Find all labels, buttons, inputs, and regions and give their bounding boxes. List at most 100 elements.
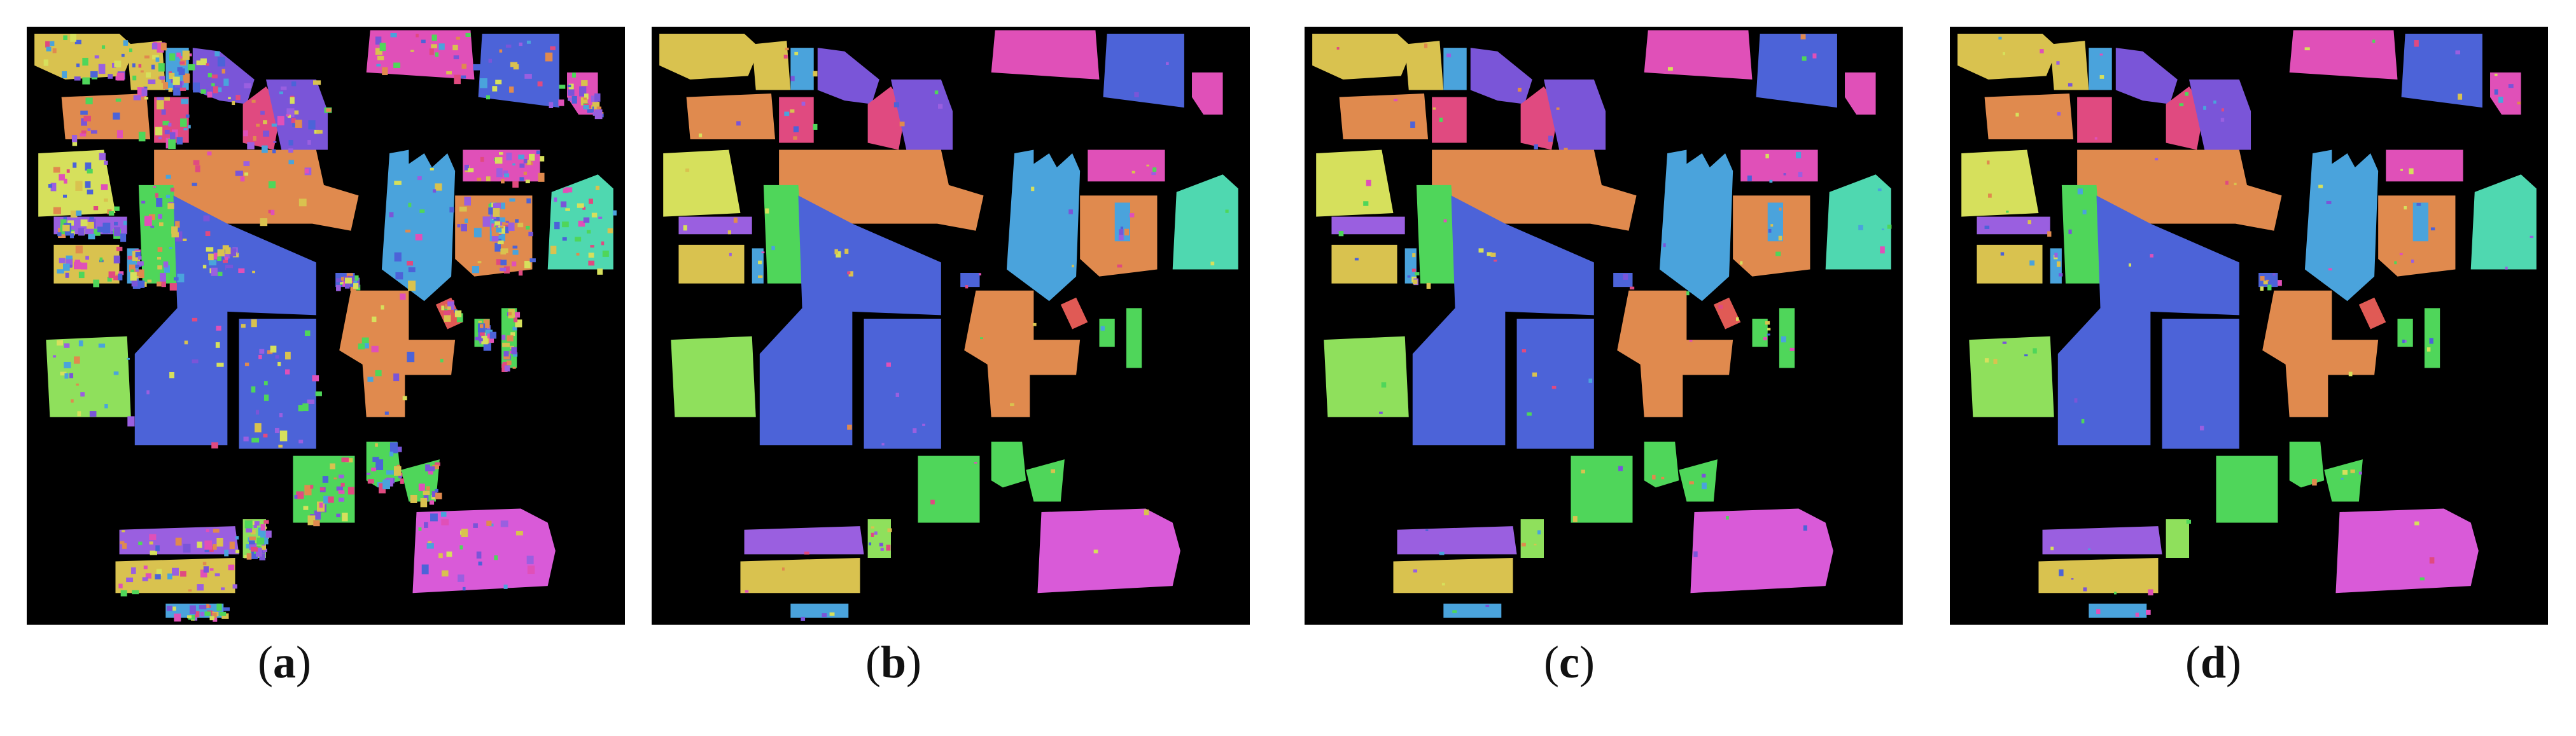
- noise-pixel: [2394, 261, 2397, 265]
- noise-pixel: [213, 544, 217, 550]
- noise-pixel: [1413, 569, 1418, 573]
- noise-pixel: [454, 310, 462, 317]
- class-region: [138, 184, 181, 284]
- noise-pixel: [296, 491, 304, 499]
- noise-pixel: [103, 198, 108, 202]
- noise-pixel: [475, 337, 481, 340]
- noise-pixel: [113, 275, 120, 281]
- noise-pixel: [197, 584, 204, 591]
- noise-pixel: [353, 282, 359, 289]
- noise-pixel: [503, 354, 510, 359]
- noise-pixel: [310, 485, 314, 489]
- noise-pixel: [323, 496, 330, 504]
- noise-pixel: [193, 82, 200, 93]
- noise-pixel: [785, 47, 789, 51]
- noise-pixel: [328, 496, 334, 503]
- noise-pixel: [52, 355, 57, 358]
- noise-pixel: [395, 272, 403, 280]
- class-region: [2304, 149, 2379, 302]
- noise-pixel: [886, 362, 891, 367]
- noise-pixel: [601, 241, 605, 246]
- noise-pixel: [1783, 173, 1786, 176]
- class-region: [671, 336, 756, 417]
- noise-pixel: [2400, 169, 2403, 171]
- noise-pixel: [1803, 525, 1807, 531]
- noise-pixel: [156, 198, 163, 207]
- noise-pixel: [212, 613, 217, 618]
- noise-pixel: [2517, 101, 2521, 105]
- noise-pixel: [871, 526, 874, 529]
- noise-pixel: [188, 589, 192, 592]
- noise-pixel: [461, 75, 466, 79]
- noise-pixel: [503, 170, 508, 176]
- noise-pixel: [183, 128, 188, 130]
- noise-pixel: [101, 45, 106, 49]
- noise-pixel: [150, 550, 157, 555]
- noise-pixel: [1134, 92, 1139, 97]
- class-region: [2490, 72, 2521, 115]
- noise-pixel: [164, 97, 170, 101]
- noise-pixel: [186, 615, 192, 619]
- noise-pixel: [199, 605, 207, 609]
- noise-pixel: [118, 583, 123, 588]
- noise-pixel: [822, 613, 827, 618]
- noise-pixel: [438, 553, 443, 559]
- noise-pixel: [503, 266, 510, 274]
- noise-pixel: [415, 233, 423, 240]
- noise-pixel: [1407, 275, 1411, 278]
- noise-pixel: [116, 130, 123, 139]
- noise-pixel: [361, 343, 369, 349]
- noise-pixel: [127, 416, 135, 427]
- noise-pixel: [291, 118, 296, 123]
- noise-pixel: [69, 373, 74, 378]
- noise-pixel: [2430, 227, 2435, 231]
- noise-pixel: [523, 158, 528, 163]
- noise-pixel: [1379, 412, 1383, 414]
- noise-pixel: [161, 280, 166, 288]
- noise-pixel: [340, 277, 344, 281]
- noise-pixel: [375, 443, 378, 447]
- noise-pixel: [1629, 286, 1635, 290]
- noise-pixel: [2074, 398, 2078, 403]
- noise-pixel: [506, 360, 512, 365]
- noise-pixel: [136, 272, 140, 275]
- noise-pixel: [2015, 113, 2019, 117]
- noise-pixel: [1781, 336, 1786, 343]
- noise-pixel: [2148, 589, 2153, 595]
- class-region: [817, 48, 879, 104]
- noise-pixel: [144, 216, 152, 226]
- noise-pixel: [1812, 53, 1817, 59]
- noise-pixel: [612, 210, 617, 216]
- noise-pixel: [172, 76, 180, 85]
- noise-pixel: [2040, 49, 2044, 53]
- noise-pixel: [733, 217, 738, 223]
- noise-pixel: [200, 611, 204, 617]
- noise-pixel: [492, 86, 498, 92]
- noise-pixel: [1119, 229, 1124, 236]
- noise-pixel: [176, 137, 183, 145]
- noise-pixel: [568, 97, 572, 101]
- noise-pixel: [203, 566, 209, 573]
- noise-pixel: [729, 253, 732, 256]
- class-region: [759, 195, 941, 445]
- noise-pixel: [1051, 469, 1056, 473]
- noise-pixel: [73, 356, 80, 364]
- class-region: [779, 149, 984, 231]
- noise-pixel: [267, 350, 273, 354]
- noise-pixel: [135, 276, 139, 279]
- noise-pixel: [550, 246, 557, 254]
- noise-pixel: [1424, 43, 1428, 48]
- noise-pixel: [256, 123, 260, 127]
- noise-pixel: [189, 605, 196, 614]
- noise-pixel: [382, 67, 388, 76]
- noise-pixel: [122, 543, 127, 549]
- noise-pixel: [261, 536, 269, 545]
- noise-pixel: [155, 574, 161, 580]
- noise-pixel: [2185, 92, 2189, 96]
- noise-pixel: [965, 285, 969, 289]
- noise-pixel: [285, 351, 291, 360]
- noise-pixel: [219, 611, 227, 616]
- noise-pixel: [307, 399, 315, 405]
- noise-pixel: [263, 433, 268, 438]
- noise-pixel: [151, 43, 158, 50]
